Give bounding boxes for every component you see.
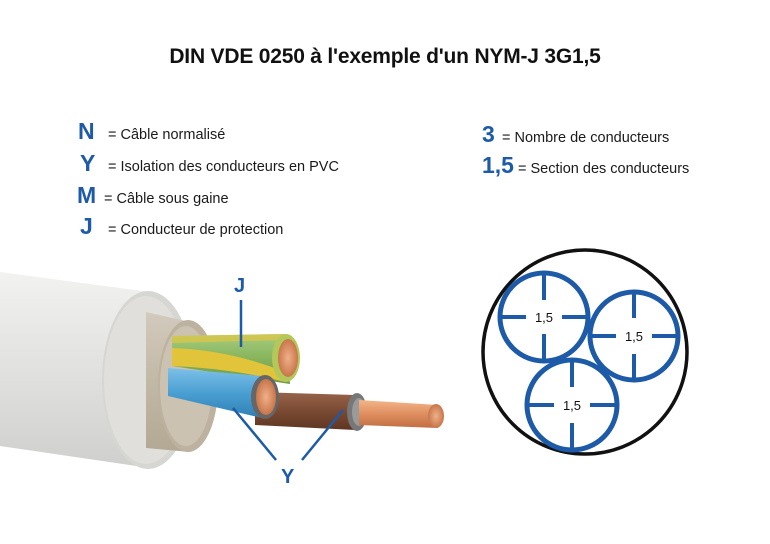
legend-key: Y [80, 150, 96, 176]
legend-row-j: J = Conducteur de protection [80, 213, 283, 240]
legend-key: N [78, 118, 95, 144]
conductor-circle-3: 1,5 [524, 357, 620, 453]
brown-wire [255, 392, 444, 431]
legend-desc: = Câble normalisé [108, 127, 226, 143]
y-callout-label: Y [281, 466, 295, 488]
legend-row-n: N = Câble normalisé [78, 118, 225, 145]
conductor-circle-1: 1,5 [497, 270, 591, 364]
legend-row-count: 3 = Nombre de conducteurs [482, 121, 669, 148]
legend-desc: = Isolation des conducteurs en PVC [108, 159, 339, 175]
j-callout-label: J [234, 275, 245, 297]
conductor-circle-2: 1,5 [587, 289, 681, 383]
cross-section-diagram: 1,5 1,5 1,5 [481, 248, 689, 456]
legend-key: 1,5 [482, 152, 514, 178]
legend-desc: = Câble sous gaine [104, 191, 229, 207]
legend-row-section: 1,5 = Section des conducteurs [482, 152, 689, 179]
legend-key: M [77, 182, 97, 208]
legend-desc: = Nombre de conducteurs [502, 130, 670, 146]
conductor-label: 1,5 [535, 310, 553, 325]
blue-wire [168, 368, 279, 419]
y-callout-line-blue [232, 407, 277, 461]
legend-desc: = Section des conducteurs [518, 161, 690, 177]
legend-key: 3 [482, 121, 495, 147]
y-callout-line-brown [301, 409, 344, 461]
legend-row-y: Y = Isolation des conducteurs en PVC [80, 150, 339, 177]
legend-row-m: M = Câble sous gaine [77, 182, 229, 209]
diagram-title: DIN VDE 0250 à l'exemple d'un NYM-J 3G1,… [169, 45, 601, 68]
legend-key: J [80, 213, 93, 239]
green-yellow-wire [172, 334, 300, 384]
conductor-label: 1,5 [625, 329, 643, 344]
conductor-label: 1,5 [563, 398, 581, 413]
legend-desc: = Conducteur de protection [108, 222, 284, 238]
